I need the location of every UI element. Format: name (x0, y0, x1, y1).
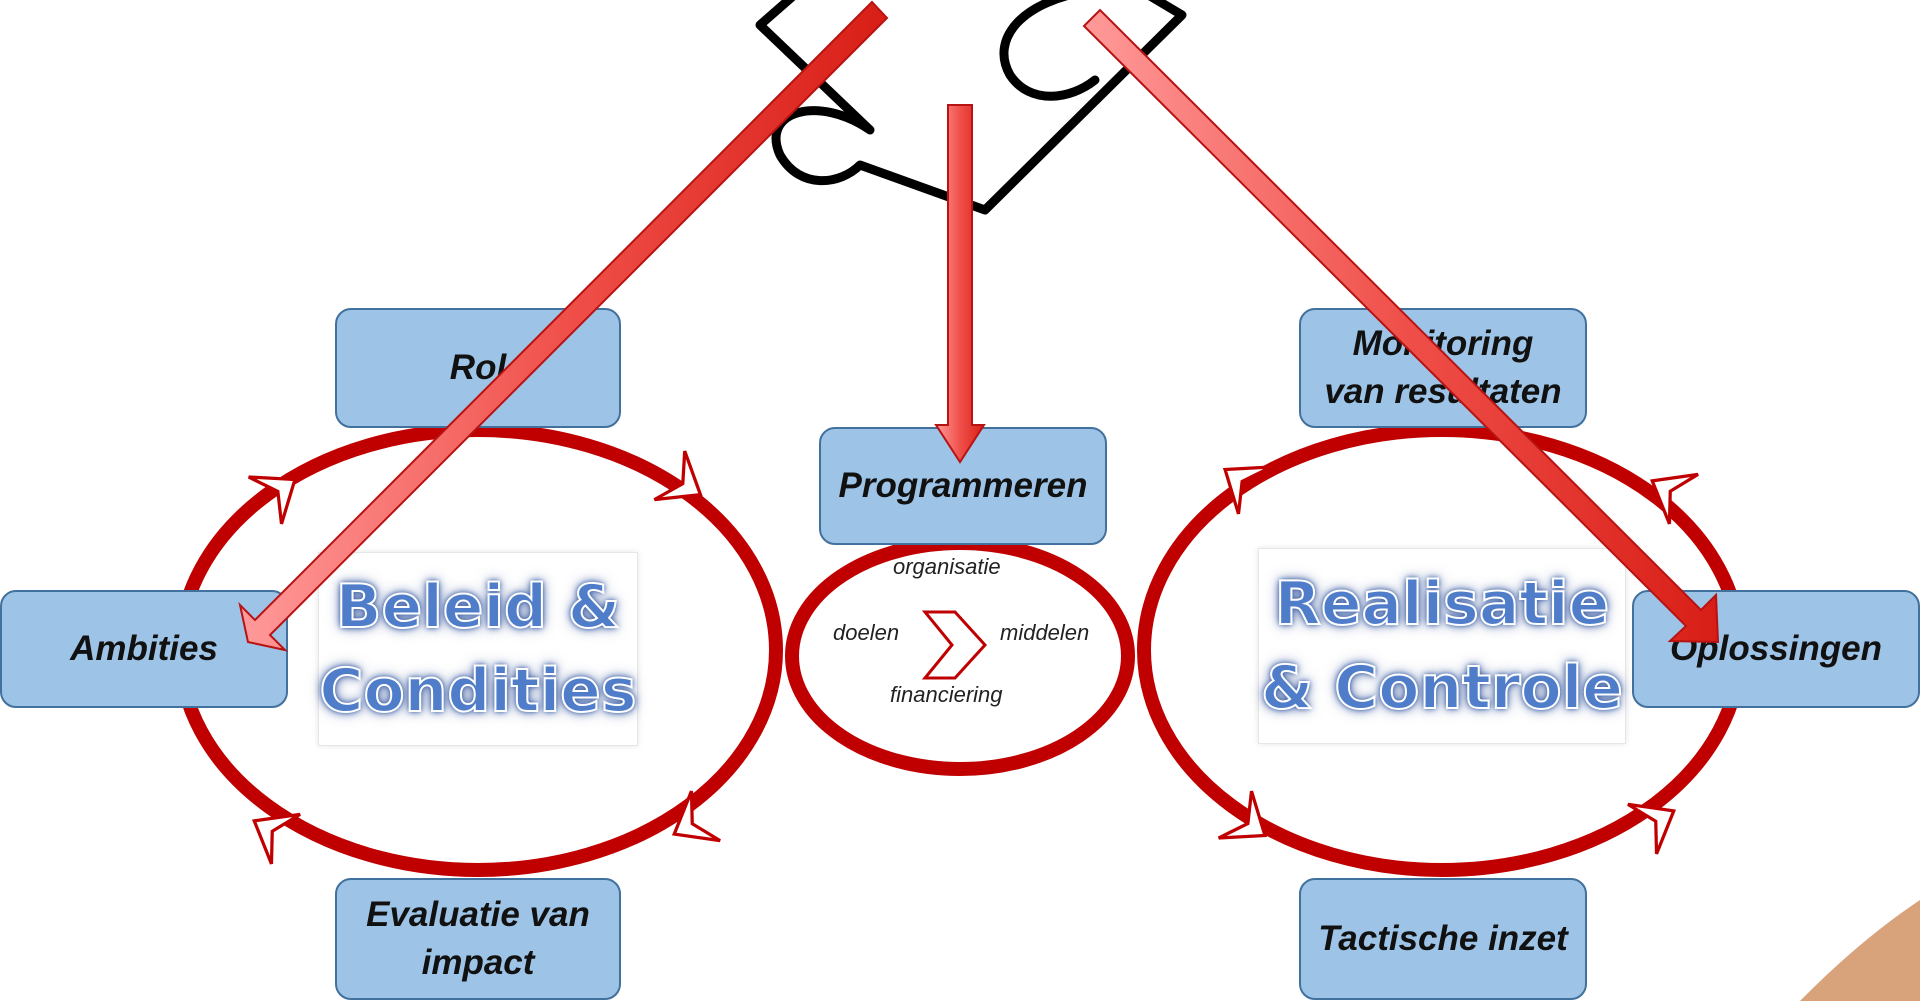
panel-left-line2: Condities (318, 655, 637, 727)
cycle-arrowhead-icon (1217, 790, 1268, 840)
node-oplossingen: Oplossingen (1632, 590, 1920, 708)
node-monitoring-label-line1: Monitoring (1352, 324, 1534, 363)
node-oplossingen-label: Oplossingen (1670, 629, 1882, 668)
panel-beleid-condities-title: Beleid & Condities (318, 565, 637, 733)
cycle-arrowhead-icon (1627, 802, 1677, 855)
panel-right-line2: & Controle (1260, 652, 1624, 724)
node-ambities: Ambities (0, 590, 288, 708)
node-rol: Rol (335, 308, 621, 428)
panel-left-line1: Beleid & (335, 571, 621, 643)
node-rol-label: Rol (449, 348, 507, 387)
cycle-arrowhead-icon (671, 790, 721, 843)
node-programmeren-label: Programmeren (838, 466, 1088, 505)
node-monitoring-van-resultaten: Monitoring van resultaten (1299, 308, 1587, 428)
node-monitoring-label-line2: van resultaten (1324, 372, 1562, 411)
node-evaluatie-label-line2: impact (421, 943, 535, 982)
panel-right-line1: Realisatie (1274, 568, 1611, 640)
node-tactische-inzet-label: Tactische inzet (1318, 919, 1568, 958)
cycle-arrowhead-icon (251, 812, 301, 865)
panel-realisatie-controle: Realisatie & Controle (1258, 548, 1626, 744)
panel-realisatie-controle-title: Realisatie & Controle (1260, 562, 1624, 730)
node-tactische-inzet: Tactische inzet (1299, 878, 1587, 1000)
puzzle-piece-icon (755, 0, 1187, 215)
node-ambities-label: Ambities (70, 629, 218, 668)
center-label-financiering: financiering (890, 682, 1003, 707)
center-label-doelen: doelen (833, 620, 900, 645)
center-label-middelen: middelen (1000, 620, 1090, 645)
node-evaluatie-label-line1: Evaluatie van (366, 895, 590, 934)
corner-shape (1800, 900, 1920, 1001)
center-label-organisatie: organisatie (893, 554, 1001, 579)
panel-beleid-condities: Beleid & Condities (318, 552, 638, 746)
node-evaluatie-van-impact: Evaluatie van impact (335, 878, 621, 1000)
node-programmeren: Programmeren (819, 427, 1107, 545)
